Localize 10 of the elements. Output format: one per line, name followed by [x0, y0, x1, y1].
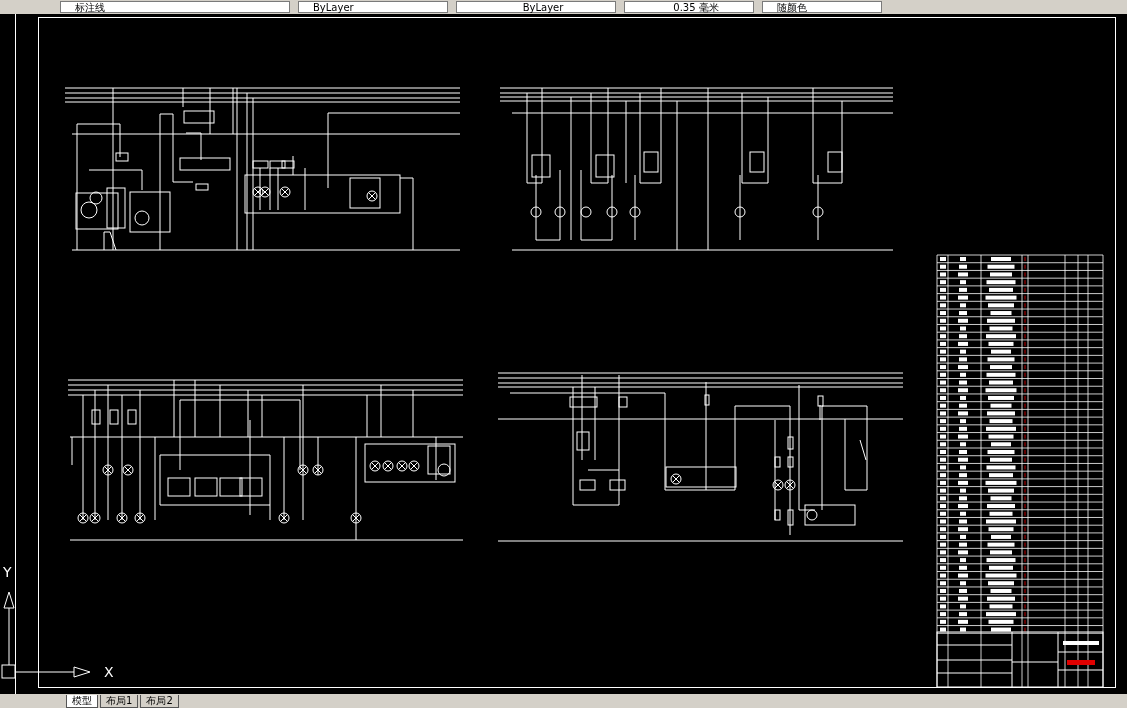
color-dropdown: ByLayer: [298, 1, 448, 13]
x-axis-label: X: [104, 665, 114, 679]
linetype-dropdown: ByLayer: [456, 1, 616, 13]
model-tab: 模型: [66, 694, 98, 708]
lineweight-dropdown: 0.35 毫米: [624, 1, 754, 13]
layout-tab: 布局1: [100, 694, 139, 708]
y-axis-label: Y: [3, 565, 12, 579]
layer-dropdown: 标注线: [60, 1, 290, 13]
layout-tab: 布局2: [140, 694, 179, 708]
plot-style-dropdown: 随颜色: [762, 1, 882, 13]
